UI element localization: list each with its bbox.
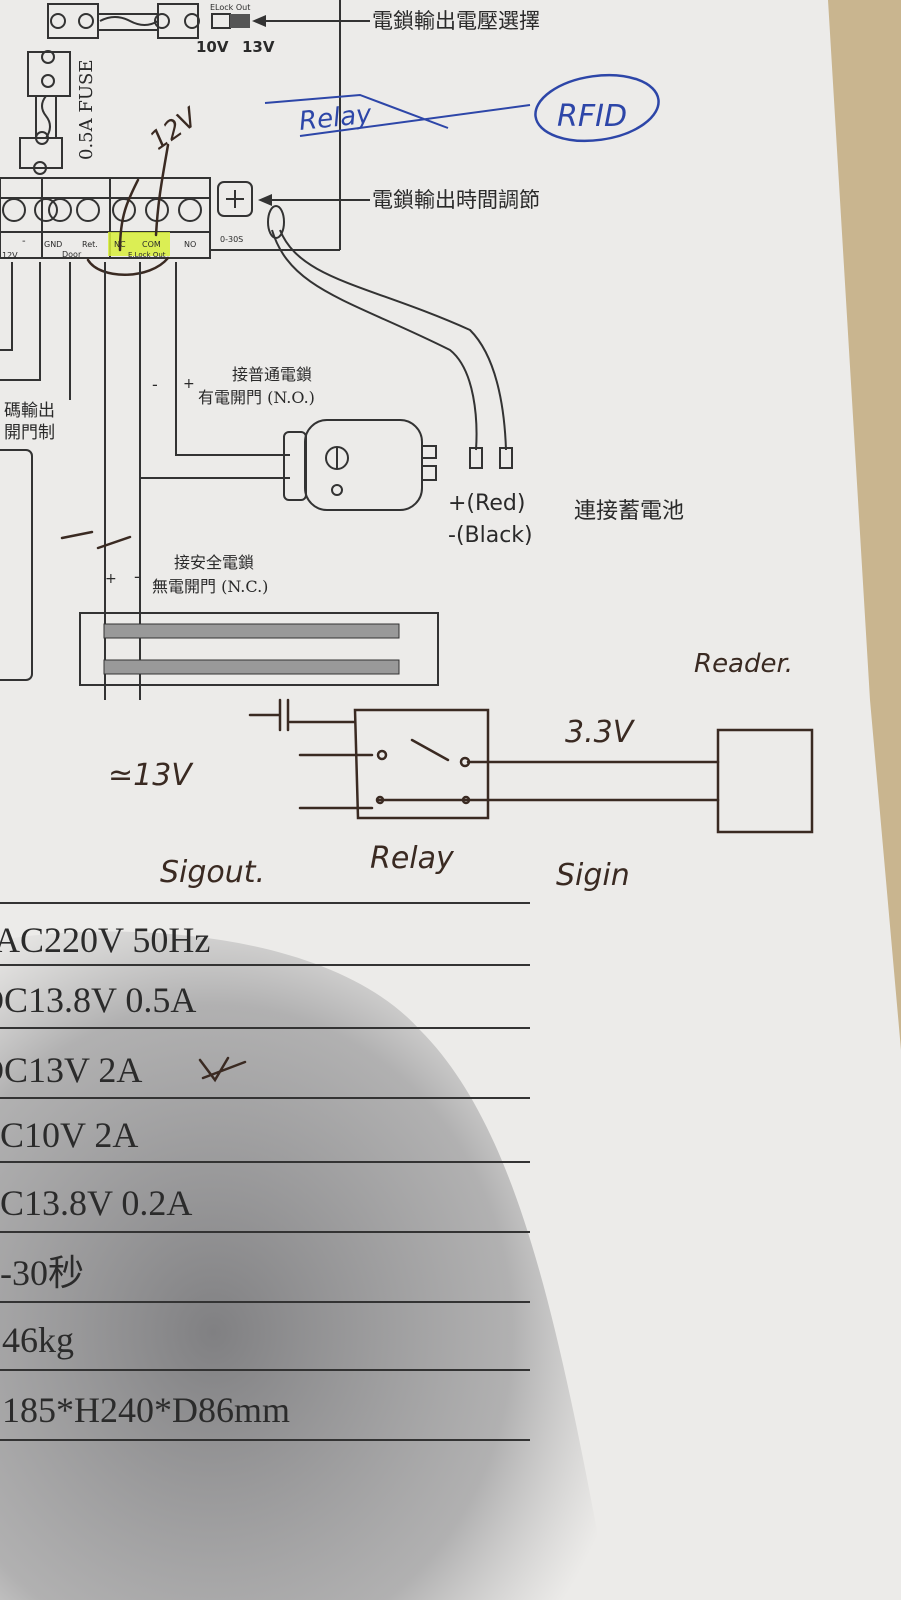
left-label-1: 碼輸出 [4, 401, 55, 421]
elock-out-label: ELock Out [210, 3, 250, 12]
handwritten-3-3v: 3.3V [565, 715, 636, 750]
no-lock-label-2: 有電開門 (N.O.) [198, 388, 315, 407]
handwritten-13v: ≃13V [108, 758, 194, 793]
handwritten-relay: Relay [370, 841, 455, 876]
left-label-2: 開門制 [4, 423, 55, 443]
handwritten-relay-sketch [248, 698, 814, 834]
terminal-elock-out: E.Lock Out [128, 251, 166, 259]
nc-lock-label-1: 接安全電鎖 [174, 553, 254, 572]
no-lock-minus: - [152, 375, 158, 394]
spec-row: 185*H240*D86mm [2, 1390, 290, 1430]
timer-potentiometer [217, 181, 253, 217]
fuse-holder-vertical [19, 50, 71, 175]
voltage-select-label: 電鎖輸出電壓選擇 [372, 9, 540, 33]
terminal-ret: Ret. [82, 240, 98, 249]
terminal-gnd: GND [44, 240, 62, 249]
spec-row: DC13.8V 0.5A [0, 980, 196, 1020]
handwritten-rfid: RFID [557, 99, 627, 134]
time-adjust-label: 電鎖輸出時間調節 [372, 188, 540, 212]
nc-lock-minus: - [134, 567, 140, 586]
magnetic-lock [79, 612, 439, 686]
label-13v: 13V [242, 38, 275, 56]
handwritten-sigin: Sigin [556, 858, 630, 893]
spec-row: DC13V 2A [0, 1050, 142, 1090]
timer-range: 0-30S [220, 235, 243, 244]
terminal-door: Door [62, 250, 82, 259]
fuse-holder-horizontal [47, 3, 200, 39]
battery-black: -(Black) [448, 523, 533, 548]
spec-row: 46kg [2, 1320, 74, 1360]
fuse-label: 0.5A FUSE [76, 60, 97, 160]
battery-terminal-red [469, 447, 483, 469]
handwritten-sigout: Sigout. [160, 855, 265, 890]
nc-lock-label-2: 無電開門 (N.C.) [152, 577, 268, 596]
handwritten-reader: Reader. [694, 649, 793, 679]
spec-row: C10V 2A [0, 1115, 138, 1155]
no-lock-plus: + [183, 376, 195, 392]
keypad-box [0, 449, 33, 681]
nc-lock-plus: + [105, 571, 117, 587]
battery-terminal-black [499, 447, 513, 469]
spec-row: C13.8V 0.2A [0, 1183, 192, 1223]
electric-strike-lock [283, 419, 437, 511]
terminal-block [0, 177, 211, 259]
terminal-com: COM [142, 240, 161, 249]
spec-row: AC220V 50Hz [0, 920, 210, 960]
spec-table [0, 902, 530, 1441]
terminal-minus: - [22, 236, 26, 247]
battery-label: 連接蓄電池 [574, 499, 684, 524]
terminal-12v: 12V [2, 251, 18, 260]
rfid-circle [534, 73, 660, 143]
battery-red: +(Red) [448, 491, 525, 516]
no-lock-label-1: 接普通電鎖 [232, 365, 312, 384]
terminal-no: NO [184, 240, 196, 249]
label-10v: 10V [196, 38, 229, 56]
spec-row: -30秒 [0, 1253, 84, 1293]
